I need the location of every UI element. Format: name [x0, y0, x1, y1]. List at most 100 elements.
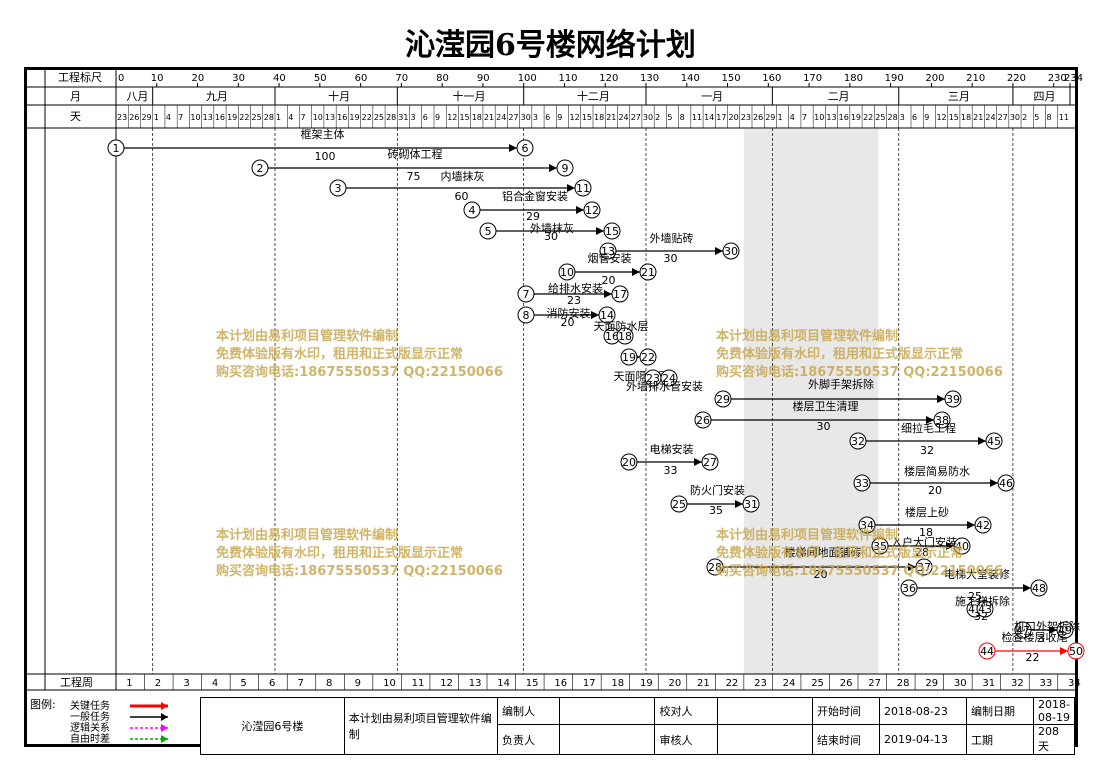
node-label: 15: [605, 225, 619, 238]
ruler-tick: 110: [558, 73, 577, 84]
task-duration: 100: [315, 150, 336, 163]
week-cell: 19: [640, 678, 653, 689]
week-cell: 21: [697, 678, 710, 689]
day-cell: 2: [655, 113, 660, 122]
day-cell: 27: [631, 113, 641, 122]
watermark: 本计划由易利项目管理软件编制免费体验版有水印，租用和正式版显示正常购买咨询电话:…: [216, 528, 503, 579]
arrowhead: [978, 437, 986, 445]
task-name: 楼层卫生清理: [793, 399, 859, 413]
month-cell: 十一月: [453, 89, 486, 103]
node-42: [974, 516, 992, 534]
node-label: 23: [646, 372, 660, 385]
task-name: 施工梯拆除: [955, 594, 1010, 608]
day-cell: 3: [533, 113, 538, 122]
day-cell: 2: [1022, 113, 1027, 122]
node-4: [463, 201, 481, 219]
node-label: 7: [523, 288, 530, 301]
week-cell: 28: [897, 678, 910, 689]
week-cell: 5: [240, 678, 246, 689]
legend-arrowhead: [161, 702, 168, 710]
node-label: 14: [600, 309, 614, 322]
node-label: 20: [622, 456, 636, 469]
ruler-tick: 130: [640, 73, 659, 84]
node-22: [639, 348, 657, 366]
day-cell: 27: [508, 113, 518, 122]
day-cell: 29: [141, 113, 151, 122]
node-45: [985, 432, 1003, 450]
day-cell: 21: [606, 113, 616, 122]
legend-item: 自由时差: [70, 732, 110, 745]
task-name: 楼梯间地面铺砖: [785, 545, 862, 559]
day-cell: 18: [472, 113, 482, 122]
node-31: [742, 495, 760, 513]
task-duration: 18: [919, 526, 933, 539]
day-cell: 13: [203, 113, 213, 122]
task-duration: 32: [974, 610, 988, 623]
start-value: 2018-08-23: [878, 697, 967, 725]
node-7: [517, 285, 535, 303]
task-duration: 30: [544, 230, 558, 243]
task-name: 防火门安装: [690, 483, 745, 497]
ruler-tick: 70: [395, 73, 408, 84]
week-cell: 20: [669, 678, 682, 689]
legend-label: 图例:: [30, 697, 56, 711]
node-1: [107, 139, 125, 157]
node-44: [978, 642, 996, 660]
node-label: 16: [605, 330, 619, 343]
node-label: 25: [672, 498, 686, 511]
arrowhead: [576, 206, 584, 214]
week-cell: 9: [355, 678, 361, 689]
ruler-tick: 190: [885, 73, 904, 84]
arrowhead: [715, 247, 723, 255]
task-duration: 29: [526, 210, 540, 223]
day-cell: 5: [1034, 113, 1039, 122]
day-cell: 7: [300, 113, 305, 122]
node-label: 43: [978, 603, 992, 616]
node-label: 11: [576, 182, 590, 195]
day-cell: 1: [276, 113, 281, 122]
node-34: [858, 516, 876, 534]
task-duration: 25: [968, 590, 982, 603]
node-label: 9: [562, 162, 569, 175]
arrowhead: [567, 184, 575, 192]
task-name: 楼层简易防水: [904, 464, 970, 478]
node-label: 32: [851, 435, 865, 448]
week-cell: 16: [554, 678, 567, 689]
node-37: [915, 558, 933, 576]
arrowhead: [937, 395, 945, 403]
day-cell: 8: [1047, 113, 1052, 122]
week-cell: 11: [412, 678, 425, 689]
legend-item: 一般任务: [70, 710, 110, 723]
task-duration: 20: [561, 316, 575, 329]
day-cell: 5: [667, 113, 672, 122]
node-6: [516, 139, 534, 157]
node-label: 45: [987, 435, 1001, 448]
proofreader-label: 校对人: [654, 697, 718, 725]
node-label: 40: [955, 540, 969, 553]
week-cell: 17: [583, 678, 596, 689]
day-cell: 23: [741, 113, 751, 122]
node-label: 39: [946, 393, 960, 406]
week-cell: 23: [754, 678, 767, 689]
day-cell: 18: [961, 113, 971, 122]
task-name: 铝合金窗安装: [502, 189, 568, 203]
ruler-tick: 180: [844, 73, 863, 84]
task-duration: 35: [709, 504, 723, 517]
ruler-tick: 60: [355, 73, 368, 84]
node-24: [660, 369, 678, 387]
week-label: 工程周: [60, 676, 93, 689]
week-cell: 4: [212, 678, 218, 689]
node-27: [701, 453, 719, 471]
reviewer-value: [716, 724, 813, 755]
node-46: [997, 474, 1015, 492]
legend-item: 关键任务: [70, 699, 110, 712]
task-name: 楼层上砂: [905, 505, 949, 519]
node-12: [583, 201, 601, 219]
node-label: 42: [976, 519, 990, 532]
node-13: [599, 242, 617, 260]
end-value: 2019-04-13: [878, 724, 967, 755]
holiday-band: [743, 129, 879, 674]
arrowhead: [946, 542, 954, 550]
day-cell: 6: [545, 113, 550, 122]
week-cell: 10: [383, 678, 396, 689]
